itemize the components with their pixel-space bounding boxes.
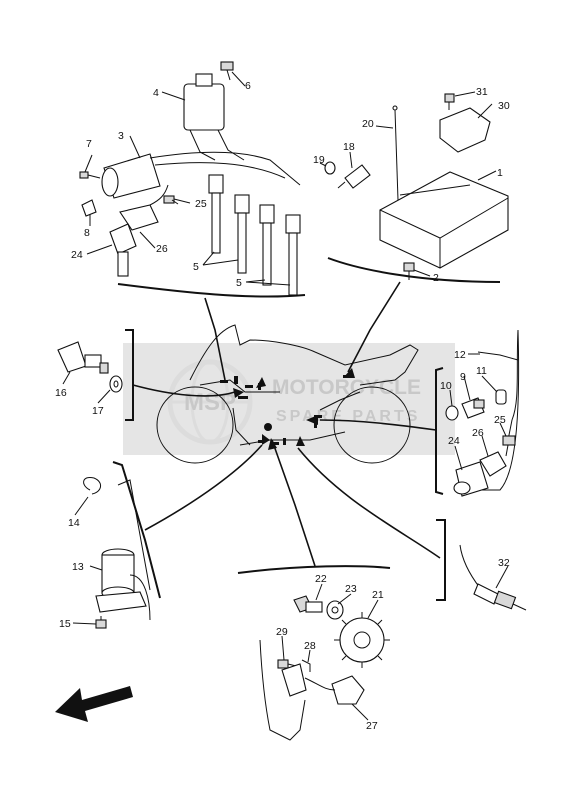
callout-29: 29: [276, 626, 288, 638]
bolt-25-top: [163, 195, 191, 204]
plug-cap-5-c: [259, 204, 275, 286]
callout-7: 7: [86, 138, 92, 150]
oxygen-sensor-32: [459, 544, 527, 611]
callout-25-b: 25: [494, 414, 506, 426]
msp-globe-logo-icon: MSP: [167, 359, 253, 445]
callout-3: 3: [118, 130, 124, 142]
callout-32: 32: [498, 557, 510, 569]
bolt-7: [79, 171, 101, 179]
bolt-31: [444, 93, 455, 110]
callout-26-a: 26: [156, 243, 168, 255]
bolt-22: [293, 595, 323, 613]
callout-23: 23: [345, 583, 357, 595]
lower-left-group: [83, 476, 151, 629]
ignition-coil-3: [101, 151, 301, 199]
callout-12: 12: [454, 349, 466, 361]
callout-17: 17: [92, 405, 104, 417]
tie-20: [392, 105, 399, 201]
bracket-right: [435, 367, 444, 495]
washer-17: [109, 375, 123, 393]
bolt-25-right: [502, 435, 516, 457]
sensor-9: [461, 397, 485, 419]
callout-21: 21: [372, 589, 384, 601]
sensor-11: [495, 389, 507, 405]
callout-8: 8: [84, 227, 90, 239]
callout-20: 20: [362, 118, 374, 130]
sensor-24-top: [109, 223, 137, 277]
bracket-top-right: [327, 257, 501, 283]
callout-5-a: 5: [193, 261, 199, 273]
location-leader-lines: [132, 281, 441, 567]
bolt-15: [95, 616, 107, 629]
callout-24-b: 24: [448, 435, 460, 447]
bracket-lower-left: [112, 461, 161, 599]
bracket-top-left: [117, 283, 306, 298]
sensor-30: [439, 107, 491, 153]
plug-cap-5-a: [208, 174, 224, 254]
callout-22: 22: [315, 573, 327, 585]
sensor-18: [337, 164, 371, 189]
gear-21: [334, 612, 390, 668]
bracket-26-right: [479, 451, 507, 477]
direction-arrow-icon: [55, 686, 133, 722]
callout-30: 30: [498, 100, 510, 112]
callout-2: 2: [433, 272, 439, 284]
sensor-27: [281, 663, 365, 705]
callout-4: 4: [153, 87, 159, 99]
callout-13: 13: [72, 561, 84, 573]
callout-14: 14: [68, 517, 80, 529]
ecu-group: [324, 93, 509, 280]
bottom-group: [259, 595, 390, 741]
right-sensor-group: [445, 329, 520, 497]
wire-12: [477, 329, 520, 491]
callout-9: 9: [460, 371, 466, 383]
clamp-28: [301, 659, 311, 672]
watermark-brand-line2: SPARE PARTS: [276, 408, 420, 425]
sensor-16: [57, 341, 109, 374]
ignition-coil-group: [79, 61, 301, 296]
bolt-6: [220, 61, 234, 81]
bracket-lower-right: [436, 519, 446, 601]
callout-leaders: [62, 71, 509, 721]
callout-16: 16: [55, 387, 67, 399]
watermark: MSP MOTORCYCLE SPARE PARTS: [123, 343, 455, 455]
callout-19: 19: [313, 154, 325, 166]
clip-14: [83, 476, 101, 495]
callout-15: 15: [59, 618, 71, 630]
washer-23: [326, 600, 344, 620]
callout-18: 18: [343, 141, 355, 153]
leader-arrowheads: [233, 368, 355, 450]
bolt-2: [403, 262, 415, 280]
group-brackets: [112, 257, 501, 601]
callout-31: 31: [476, 86, 488, 98]
callout-6: 6: [245, 80, 251, 92]
clamp-8: [81, 199, 97, 217]
ecu-1: [379, 171, 509, 269]
callout-26-b: 26: [472, 427, 484, 439]
ignition-coil-4: [183, 73, 245, 161]
callout-28: 28: [304, 640, 316, 652]
motorcycle-outline-icon: [156, 324, 419, 464]
callout-labels: 1 2 3 4 5 5 6 7 8 9 10 11 12 13 14 15 16…: [55, 80, 510, 732]
bracket-left: [125, 329, 134, 421]
bracket-bottom: [237, 565, 391, 574]
plug-cap-5-d: [285, 214, 301, 296]
washer-10: [445, 405, 459, 421]
washer-19: [324, 161, 336, 175]
watermark-box: [123, 343, 455, 455]
sensor-24-right: [453, 461, 489, 497]
callout-10: 10: [440, 380, 452, 392]
callout-11: 11: [476, 365, 487, 377]
callout-5-b: 5: [236, 277, 242, 289]
solenoid-13: [95, 548, 151, 621]
plug-cap-5-b: [234, 194, 250, 274]
left-sensor-group: [57, 341, 123, 393]
callout-25-a: 25: [195, 198, 207, 210]
watermark-brand-line1: MOTORCYCLE: [272, 376, 421, 399]
callout-1: 1: [497, 167, 503, 179]
callout-24-a: 24: [71, 249, 83, 261]
callout-27: 27: [366, 720, 378, 732]
